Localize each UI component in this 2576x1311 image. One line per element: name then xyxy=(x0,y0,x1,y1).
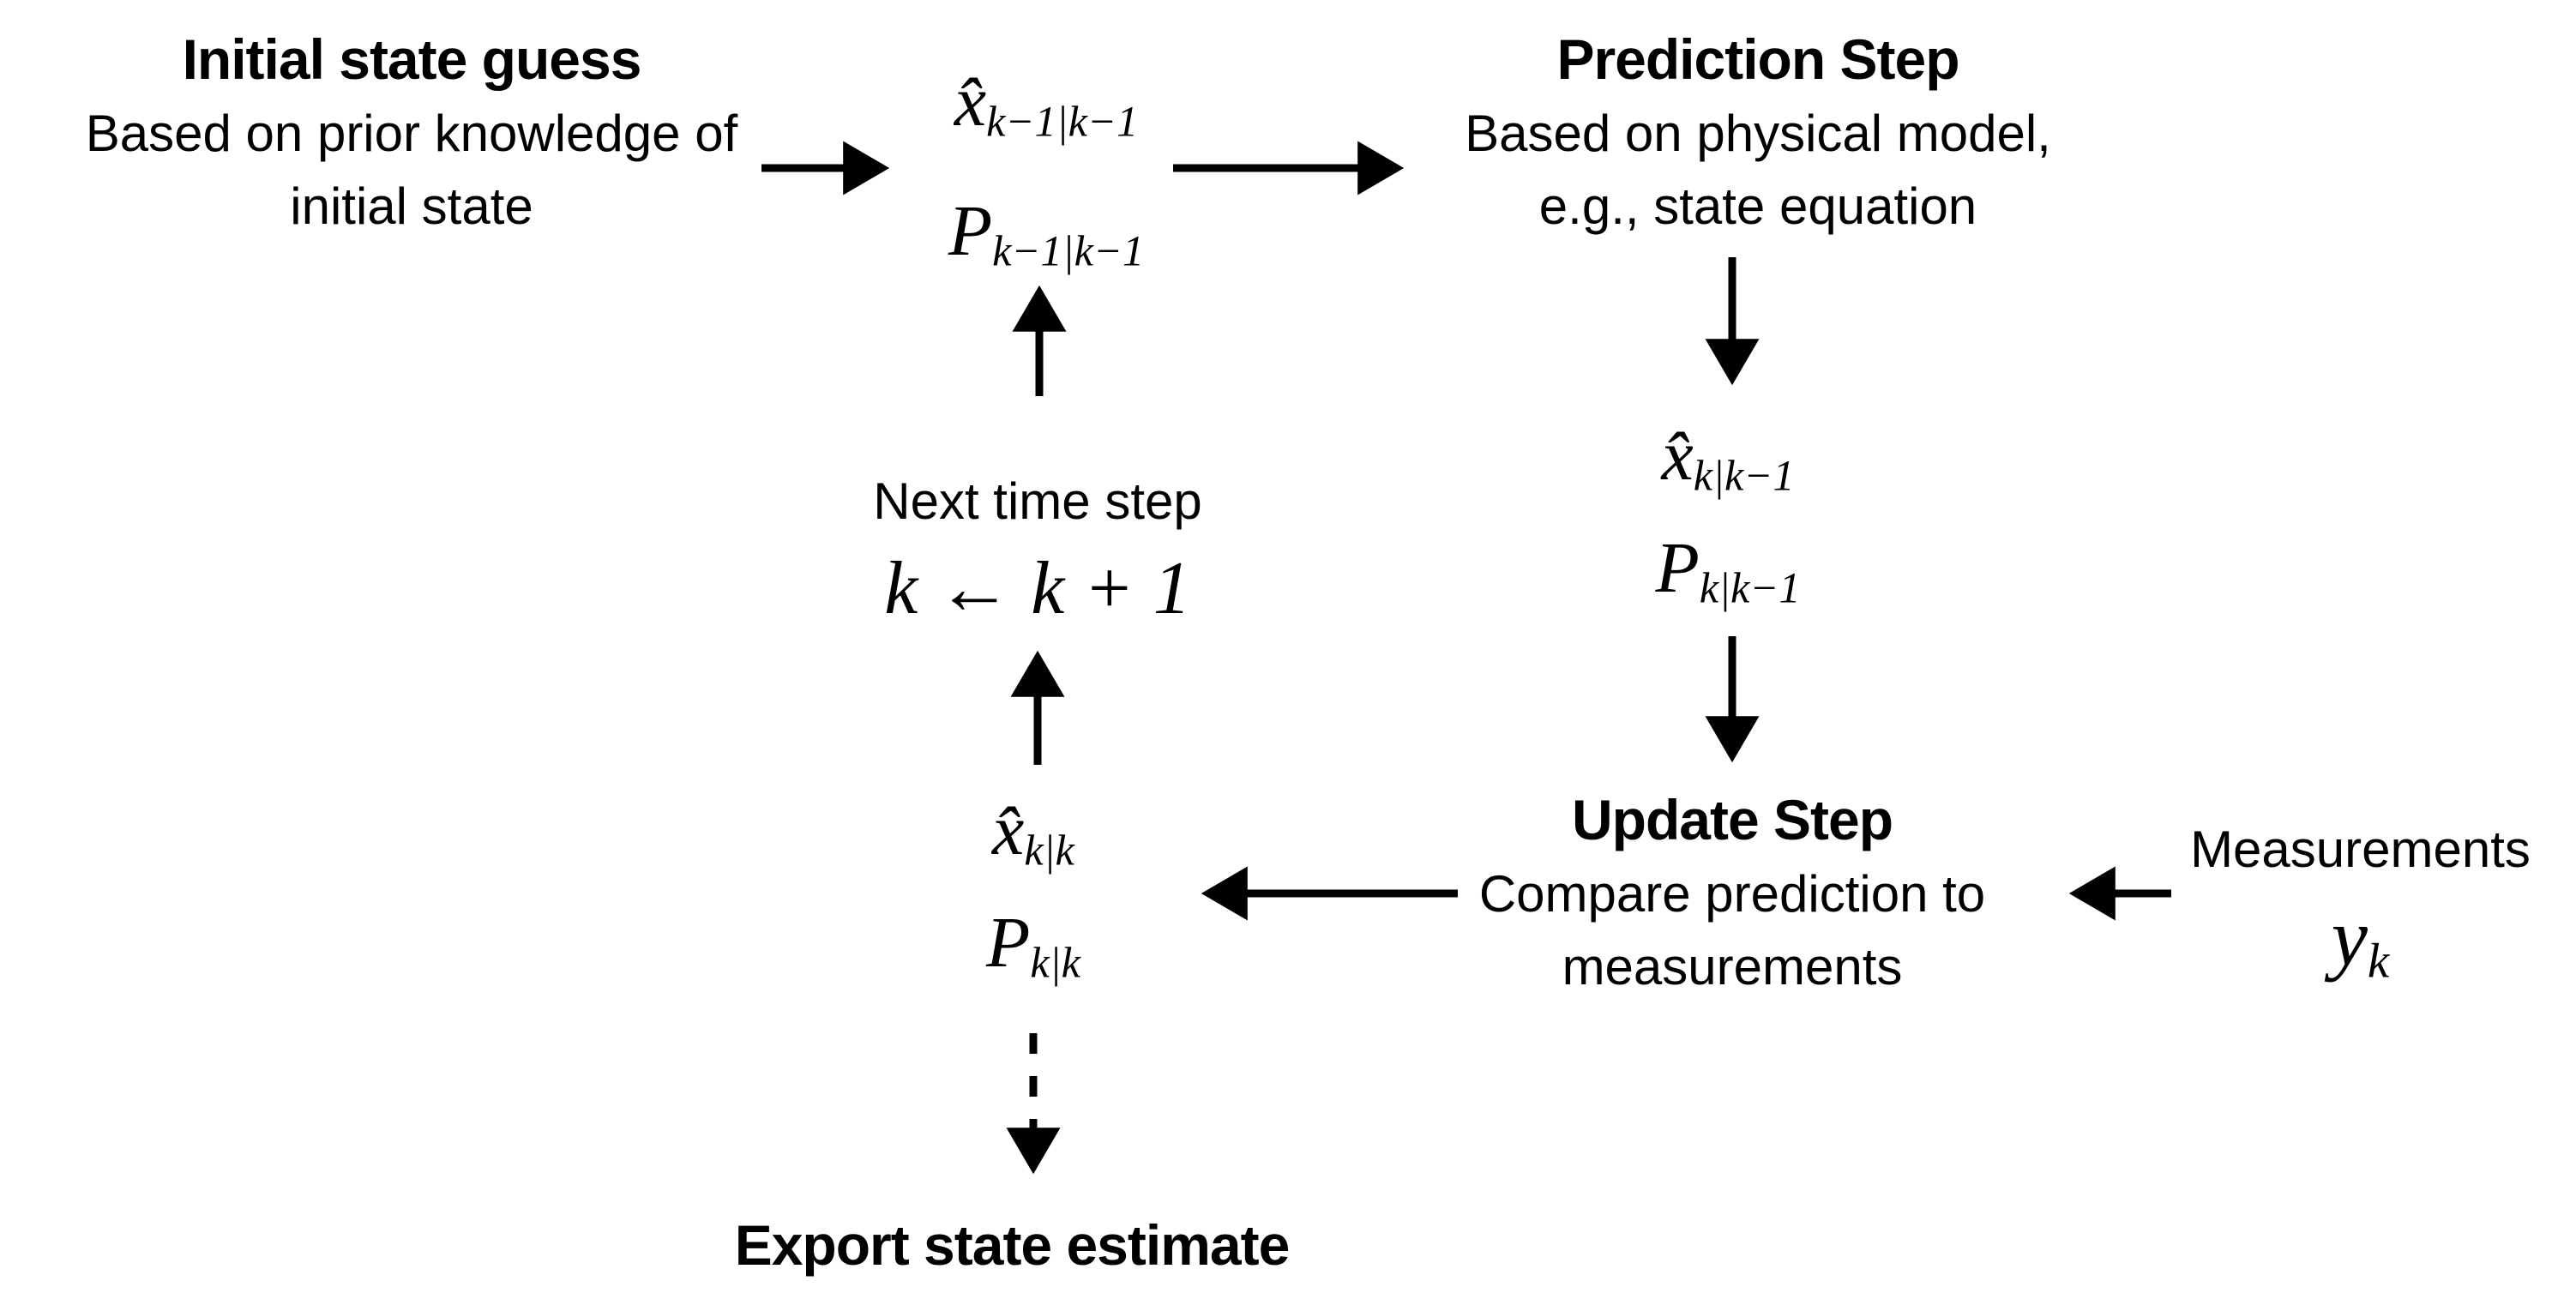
posterior-p-base: P xyxy=(986,902,1031,983)
predicted-x-base: x̂ xyxy=(1661,416,1694,496)
posterior-p-subscript: k|k xyxy=(1030,938,1080,987)
time-increment-formula: k ← k + 1 xyxy=(884,547,1191,630)
posterior-x-subscript: k|k xyxy=(1024,826,1074,875)
measurements-block: Measurements yk xyxy=(2144,813,2576,1013)
update-step-line2: measurements xyxy=(1562,938,1903,995)
measurement-symbol: yk xyxy=(2144,886,2576,1013)
prior-x-subscript: k−1|k−1 xyxy=(986,97,1139,146)
prior-state-x-symbol: x̂k−1|k−1 xyxy=(875,47,1218,177)
predicted-p-subscript: k|k−1 xyxy=(1699,563,1801,612)
update-step-block: Update Step Compare prediction to measur… xyxy=(1372,782,2092,1003)
predicted-state-p-symbol: Pk|k−1 xyxy=(1556,522,1899,634)
update-step-title: Update Step xyxy=(1571,788,1893,851)
prediction-step-block: Prediction Step Based on physical model,… xyxy=(1393,21,2122,243)
next-time-step-block: Next time step k ← k + 1 xyxy=(797,465,1278,640)
initial-state-guess-line2: initial state xyxy=(290,177,533,235)
posterior-state-symbols: x̂k|k Pk|k xyxy=(862,785,1205,1008)
predicted-p-base: P xyxy=(1655,527,1700,608)
prior-state-p-symbol: Pk−1|k−1 xyxy=(875,177,1218,306)
initial-state-guess-title: Initial state guess xyxy=(182,27,642,91)
initial-state-guess-block: Initial state guess Based on prior knowl… xyxy=(47,21,776,243)
measurement-y-base: y xyxy=(2331,892,2368,983)
next-time-step-label: Next time step xyxy=(873,472,1202,530)
prior-state-symbols: x̂k−1|k−1 Pk−1|k−1 xyxy=(875,47,1218,305)
predicted-state-symbols: x̂k|k−1 Pk|k−1 xyxy=(1556,410,1899,634)
prior-p-subscript: k−1|k−1 xyxy=(992,226,1145,275)
predicted-x-subscript: k|k−1 xyxy=(1693,451,1795,500)
posterior-state-x-symbol: x̂k|k xyxy=(862,785,1205,897)
export-state-estimate-label: Export state estimate xyxy=(734,1213,1291,1277)
initial-state-guess-line1: Based on prior knowledge of xyxy=(85,105,738,162)
update-step-line1: Compare prediction to xyxy=(1478,865,1986,923)
prior-x-base: x̂ xyxy=(954,62,987,141)
posterior-state-p-symbol: Pk|k xyxy=(862,897,1205,1009)
posterior-x-base: x̂ xyxy=(992,791,1025,870)
measurements-label: Measurements xyxy=(2190,821,2531,878)
prediction-step-title: Prediction Step xyxy=(1556,27,1959,91)
predicted-state-x-symbol: x̂k|k−1 xyxy=(1556,410,1899,522)
measurement-y-subscript: k xyxy=(2367,934,2390,989)
prediction-step-line1: Based on physical model, xyxy=(1465,105,2051,162)
prediction-step-line2: e.g., state equation xyxy=(1538,177,1977,235)
export-state-estimate-block: Export state estimate xyxy=(647,1207,1376,1283)
prior-p-base: P xyxy=(948,190,993,271)
